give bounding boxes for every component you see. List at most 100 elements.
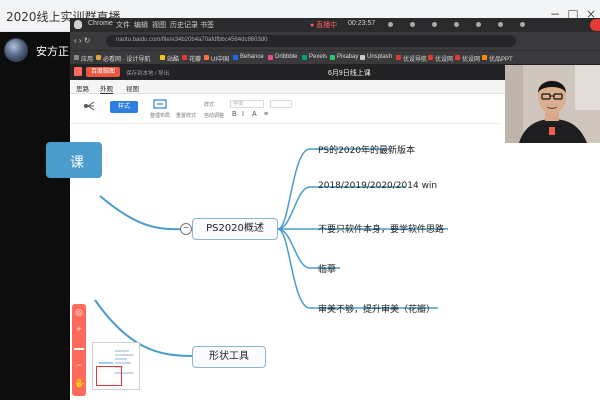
mindmap-root-node[interactable]: [46, 142, 102, 178]
close-icon[interactable]: ×: [585, 7, 597, 21]
leaf-copying[interactable]: 临摹: [318, 265, 337, 275]
arrange-label: 整理布局: [150, 113, 171, 119]
auto-adjust-label: 自动调整: [204, 113, 225, 119]
zoom-control: ◎ + − ✋: [72, 304, 86, 396]
font-family-select[interactable]: 字体: [230, 100, 264, 108]
address-url[interactable]: naotu.baidu.com/file/e34b20b4a70afdfbbc4…: [116, 37, 268, 43]
bookmark-icon: [482, 55, 487, 60]
mac-menu-view[interactable]: 视图: [152, 22, 166, 29]
live-timer: 00:23:57: [348, 20, 376, 27]
nav-arrows-icon[interactable]: ‹ › ↻: [74, 36, 91, 45]
arrange-icon[interactable]: [152, 98, 168, 110]
minimize-icon[interactable]: −: [549, 7, 561, 21]
app-header: 百度脑图 保存到本地 / 导出 6月9日线上课: [70, 64, 600, 80]
bookmark-item[interactable]: 花瓣: [189, 57, 202, 63]
zoom-slider[interactable]: [74, 348, 84, 350]
bookmark-icon: [360, 55, 365, 60]
mic-icon[interactable]: [388, 22, 393, 27]
mindmap-canvas[interactable]: [70, 124, 600, 400]
bookmark-item[interactable]: 必看网 · 设计导航: [103, 57, 151, 63]
editor-tabs: 思路 外观 视图: [70, 80, 600, 94]
browser-address-row: ‹ › ↻ naotu.baidu.com/file/e34b20b4a70af…: [70, 32, 600, 50]
collapse-toggle[interactable]: −: [180, 223, 192, 235]
reset-style-label: 重置样式: [176, 113, 197, 119]
mac-menu-file[interactable]: 文件: [116, 22, 130, 29]
mac-menu-history[interactable]: 历史记录: [170, 22, 198, 29]
bold-button[interactable]: B: [232, 111, 237, 118]
live-status-indicator: ● 直播中: [310, 22, 338, 29]
tab-appearance[interactable]: 外观: [100, 83, 113, 94]
zoom-out-button[interactable]: −: [76, 360, 82, 370]
italic-button[interactable]: I: [242, 111, 244, 118]
bookmark-icon: [330, 55, 335, 60]
bookmark-item[interactable]: 优设网: [435, 57, 454, 63]
screen-share-margin: [0, 32, 70, 400]
style-label: 样式: [204, 102, 215, 108]
bookmark-item[interactable]: 优设网: [462, 57, 481, 63]
presenter-video: [505, 65, 600, 143]
topic-shape-tool[interactable]: 形状工具: [192, 346, 266, 368]
tab-view[interactable]: 视图: [126, 86, 139, 93]
settings-icon[interactable]: [498, 22, 503, 27]
presenter-avatar: [4, 38, 28, 62]
bookmark-icon: [182, 55, 187, 60]
bookmark-icon: [455, 55, 460, 60]
mac-menu-bookmarks[interactable]: 书签: [200, 22, 214, 29]
app-menu-icon[interactable]: [74, 67, 82, 76]
app-brand-tab[interactable]: 百度脑图: [86, 67, 121, 77]
bookmark-item[interactable]: UI中国: [211, 57, 230, 63]
minimap-viewport[interactable]: [96, 366, 122, 386]
document-title[interactable]: 6月9日线上课: [328, 70, 371, 77]
bookmark-icon: [233, 55, 238, 60]
leaf-versions[interactable]: 2018/2019/2020/2014 win: [318, 181, 438, 191]
zoom-in-button[interactable]: +: [76, 324, 82, 334]
editor-toolbar: 样式 整理布局 重置样式 样式 自动调整 字体 B I A ≡: [70, 94, 500, 124]
more-icon[interactable]: [520, 22, 525, 27]
mac-menu-chrome[interactable]: Chrome: [88, 20, 113, 27]
hand-icon[interactable]: ✋: [74, 378, 86, 388]
bookmark-icon: [268, 55, 273, 60]
theme-button[interactable]: 样式: [110, 101, 138, 113]
bookmarks-bar: 应用 必看网 · 设计导航 站酷 花瓣 UI中国 Behance Dribbbl…: [70, 50, 600, 64]
members-icon[interactable]: [432, 22, 437, 27]
bookmark-item[interactable]: 站酷: [167, 57, 180, 63]
leaf-aesthetics[interactable]: 审美不够，提升审美（花瓣）: [318, 305, 436, 315]
bookmark-item[interactable]: 优设导航: [403, 57, 428, 63]
bookmark-icon: [96, 55, 101, 60]
camera-icon[interactable]: [410, 22, 415, 27]
locate-icon[interactable]: ◎: [75, 307, 83, 317]
apple-icon: [74, 20, 82, 29]
bookmark-item[interactable]: Behance: [240, 54, 264, 60]
bookmark-item[interactable]: 优品PPT: [489, 57, 513, 63]
apps-icon: [74, 55, 79, 60]
mac-menubar: Chrome 文件 编辑 视图 历史记录 书签 ● 直播中 00:23:57 共…: [70, 18, 600, 32]
root-node-label: 课: [70, 155, 84, 171]
topic-ps2020[interactable]: PS2020概述: [192, 218, 278, 240]
bookmark-icon: [302, 55, 307, 60]
maximize-icon[interactable]: □: [567, 7, 579, 21]
leaf-software-thinking[interactable]: 不要只软件本身，要学软件思路: [318, 225, 445, 235]
bookmark-icon: [204, 55, 209, 60]
bookmark-item[interactable]: Unsplash: [367, 54, 393, 60]
font-size-select[interactable]: [270, 100, 292, 108]
bookmark-item[interactable]: Pexels: [309, 54, 328, 60]
tab-idea[interactable]: 思路: [76, 86, 89, 93]
address-field[interactable]: [106, 35, 516, 47]
bookmark-item[interactable]: Pixabay: [337, 54, 359, 60]
mac-menu-edit[interactable]: 编辑: [134, 22, 148, 29]
font-color-button[interactable]: A: [252, 111, 257, 118]
chat-icon[interactable]: [454, 22, 459, 27]
bookmark-icon: [160, 55, 165, 60]
bookmark-item[interactable]: 应用: [81, 57, 94, 63]
bookmark-icon: [396, 55, 401, 60]
bookmark-icon: [428, 55, 433, 60]
presenter-image: [505, 65, 600, 143]
bookmark-item[interactable]: Dribbble: [275, 54, 298, 60]
leaf-latest-version[interactable]: PS的2020年的最新版本: [318, 146, 416, 156]
record-icon[interactable]: [476, 22, 481, 27]
app-subtitle[interactable]: 保存到本地 / 导出: [126, 71, 170, 77]
align-button[interactable]: ≡: [264, 111, 269, 118]
layout-icon[interactable]: [82, 100, 98, 112]
